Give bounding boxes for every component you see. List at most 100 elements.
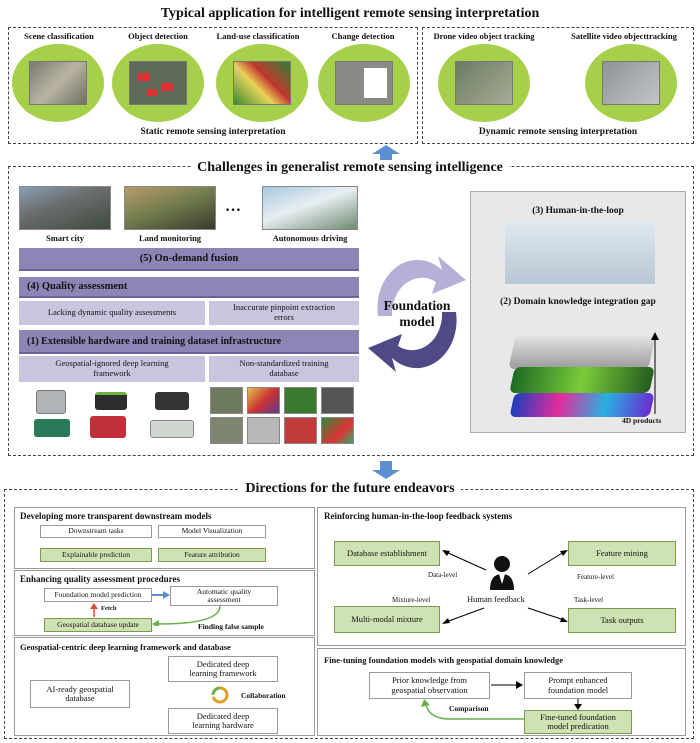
layer-bottom	[509, 393, 655, 417]
dataset-thumb-2	[247, 387, 280, 414]
change-circle	[318, 44, 410, 122]
land-use-label: Land-use classification	[216, 31, 300, 41]
pi-image	[34, 419, 70, 437]
non-standardized-box: Non-standardized training database	[209, 356, 359, 382]
geospatial-ignored-box: Geospatial-ignored deep learning framewo…	[19, 356, 205, 382]
cycle-arrows-icon	[368, 256, 466, 372]
autonomous-driving-photo	[262, 186, 358, 230]
lacking-dynamic-box: Lacking dynamic quality assessments	[19, 301, 205, 325]
quality-panel	[14, 570, 315, 636]
explainable-prediction-box: Explainable prediction	[40, 548, 152, 562]
finetuned-prediction-box: Fine-tuned foundation model predication	[524, 710, 632, 734]
object-detection-label: Object detection	[128, 31, 188, 41]
dl-framework-box: Dedicated deep learning framework	[168, 656, 278, 682]
module-image	[150, 420, 194, 438]
quality-title: Enhancing quality assessment procedures	[20, 574, 180, 584]
fetch-arrow-icon	[90, 603, 98, 617]
dynamic-caption: Dynamic remote sensing interpretation	[478, 127, 638, 137]
prompt-down-arrow-icon	[574, 699, 582, 710]
static-caption: Static remote sensing interpretation	[140, 127, 286, 137]
dataset-thumb-3	[284, 387, 317, 414]
office-illustration	[505, 222, 655, 284]
board-image	[155, 392, 189, 410]
products-label: 4D products	[622, 416, 662, 425]
down-arrow-icon	[372, 461, 400, 479]
drone-circle	[438, 44, 530, 122]
ai-ready-database-box: AI-ready geospatial database	[30, 680, 130, 708]
scene-classification-label: Scene classification	[24, 31, 94, 41]
static-panel	[8, 27, 418, 144]
prior-arrow-icon	[491, 681, 523, 689]
mixture-level-label: Mixture-level	[392, 596, 431, 604]
autonomous-driving-label: Autonomous driving	[272, 233, 348, 243]
chip-image	[36, 390, 66, 414]
landuse-circle	[216, 44, 308, 122]
gpu-image	[95, 392, 127, 410]
automatic-quality-box: Automatic quality assessment	[170, 586, 278, 606]
dataset-thumb-8	[321, 417, 354, 444]
dl-hardware-box: Dedicated deep learning hardware	[168, 708, 278, 734]
downstream-tasks-box: Downstream tasks	[40, 525, 152, 538]
dataset-thumb-1	[210, 387, 243, 414]
task-level-label: Task-level	[574, 596, 604, 604]
change-detection-label: Change detection	[331, 31, 395, 41]
foundation-model-label: Foundation model	[383, 298, 451, 329]
challenges-title: Challenges in generalist remote sensing …	[0, 160, 700, 176]
hitl-title: Reinforcing human-in-the-loop feedback s…	[324, 511, 513, 521]
fetch-label: Fetch	[101, 605, 117, 612]
human-feedback-label: Human feedback	[467, 594, 525, 604]
satellite-circle	[585, 44, 677, 122]
dataset-thumb-5	[210, 417, 243, 444]
prediction-arrow-icon	[152, 591, 170, 599]
layer-middle	[509, 367, 655, 393]
ellipsis: …	[225, 198, 241, 215]
dataset-thumb-6	[247, 417, 280, 444]
on-demand-fusion-bar: (5) On-demand fusion	[19, 248, 359, 271]
prompt-enhanced-box: Prompt enhanced foundation model	[524, 672, 632, 699]
task-outputs-box: Task outputs	[568, 608, 676, 633]
foundation-prediction-box: Foundation model prediction	[44, 588, 152, 602]
model-visualization-box: Model Visualization	[158, 525, 266, 538]
smart-city-label: Smart city	[45, 233, 84, 243]
finetune-title: Fine-tuning foundation models with geosp…	[324, 655, 563, 665]
finding-false-label: Finding false sample	[198, 622, 264, 631]
directions-title: Directions for the future endeavors	[0, 481, 700, 497]
multi-modal-box: Multi-modal mixture	[334, 606, 440, 633]
object-circle	[112, 44, 204, 122]
dataset-thumb-7	[284, 417, 317, 444]
inaccurate-pinpoint-box: Inaccurate pinpoint extraction errors	[209, 301, 359, 325]
smart-city-photo	[19, 186, 111, 230]
data-level-label: Data-level	[428, 571, 458, 579]
infrastructure-bar: (1) Extensible hardware and training dat…	[19, 330, 359, 354]
feature-attribution-box: Feature attribution	[158, 548, 266, 562]
feedback-arrow-icon	[152, 605, 221, 626]
land-monitoring-label: Land monitoring	[138, 233, 202, 243]
dataset-thumb-4	[321, 387, 354, 414]
human-in-loop-label: (3) Human-in-the-loop	[532, 206, 624, 216]
feature-mining-box: Feature mining	[568, 541, 676, 566]
hitl-panel	[317, 507, 686, 646]
top-title: Typical application for intelligent remo…	[160, 6, 540, 21]
framework-panel	[14, 637, 315, 736]
up-arrow-icon	[372, 145, 400, 163]
dynamic-panel	[422, 27, 694, 144]
feature-level-label: Feature-level	[577, 573, 614, 581]
domain-gap-label: (2) Domain knowledge integration gap	[500, 297, 656, 307]
fpga-image	[90, 416, 126, 438]
database-establishment-box: Database establishment	[334, 541, 440, 566]
comparison-arrow-icon	[421, 699, 524, 720]
collaboration-label: Collaboration	[241, 691, 286, 700]
framework-title: Geospatial-centric deep learning framewo…	[20, 642, 231, 652]
layer-top	[508, 335, 656, 369]
comparison-label: Comparison	[449, 704, 489, 713]
land-monitoring-photo	[124, 186, 216, 230]
quality-assessment-bar: (4) Quality assessment	[19, 277, 359, 298]
drone-label: Drone video object tracking	[433, 31, 535, 41]
finetune-panel	[317, 648, 686, 736]
vertical-arrow-icon	[651, 332, 659, 414]
collaboration-cycle-icon	[211, 686, 229, 704]
transparent-title: Developing more transparent downstream m…	[20, 511, 212, 521]
prior-knowledge-box: Prior knowledge from geospatial observat…	[369, 672, 490, 699]
challenges-title-text: Challenges in generalist remote sensing …	[191, 160, 509, 175]
satellite-label: Satellite video objecttracking	[571, 31, 677, 41]
